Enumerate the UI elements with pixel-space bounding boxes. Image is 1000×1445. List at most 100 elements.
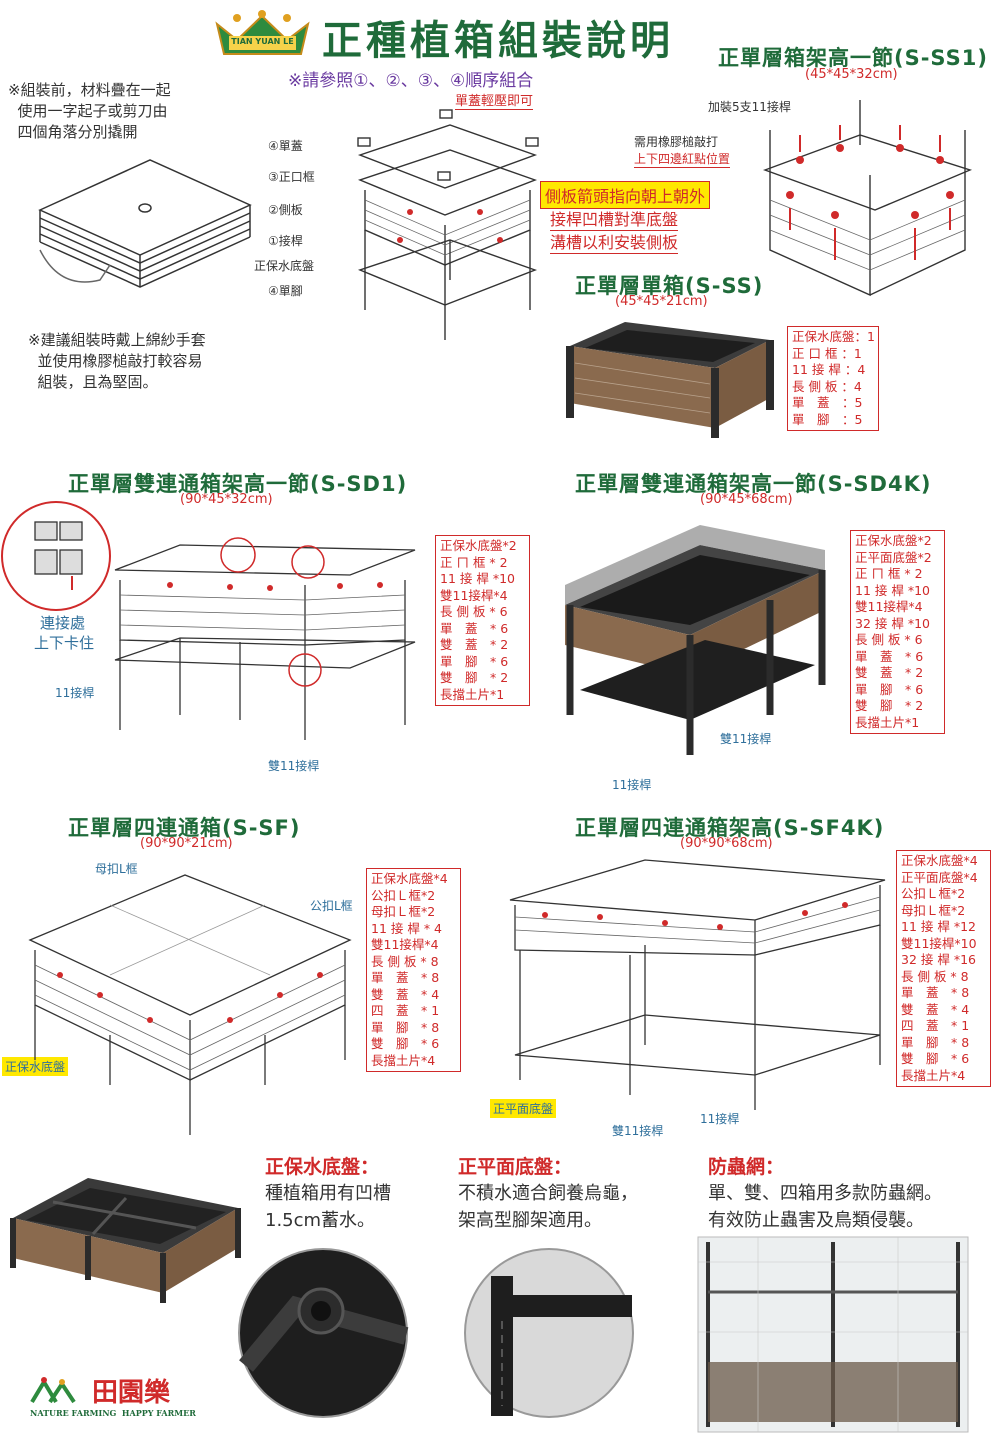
sd4k-part: 長擋土片*1 [855, 714, 920, 730]
sf4k-rod-label: 11接桿 [700, 1112, 740, 1126]
sd4k-part: 正 ㄇ 框 * 2 [855, 566, 923, 581]
sd4k-part: 雙11接桿*4 [855, 599, 923, 614]
sf4k-drawing [509, 859, 886, 1110]
sd4k-double-rod-label: 雙11接桿 [720, 732, 772, 746]
sd1-rod-label: 11接桿 [55, 686, 95, 700]
page-subtitle: ※請參照①、②、③、④順序組合 [288, 71, 534, 91]
tray-groove-closeup [238, 1248, 409, 1418]
sd1-double-rod-label: 雙11接桿 [268, 759, 320, 773]
ss-title: 正單層單箱(S-SS) [575, 274, 764, 298]
ss-size: (45*45*21cm) [615, 294, 708, 309]
sd1-connect-label-1: 連接處 [40, 614, 86, 632]
side-panel-arrow-note: 側板箭頭指向朝上朝外 [540, 181, 711, 209]
ss1-hammer-note-1: 需用橡膠槌敲打 [634, 135, 719, 149]
sf-title: 正單層四連通箱(S-SF) [68, 816, 301, 840]
sf4k-parts-list: 正保水底盤*4 正平面底盤*4 公扣Ｌ框*2 母扣Ｌ框*2 11 接 桿 *12… [896, 850, 991, 1087]
sf4k-part: 母扣Ｌ框*2 [901, 902, 966, 918]
sd4k-size: (90*45*68cm) [700, 492, 793, 507]
sd1-part: 11 接 桿 *10 [440, 571, 515, 586]
logo-text: TIAN YUAN LE [231, 37, 294, 46]
sf-part: 長擋土片*4 [371, 1052, 436, 1068]
sd1-connect-label-2: 上下卡住 [34, 634, 95, 652]
sf-parts-list: 正保水底盤*4 公扣Ｌ框*2 母扣Ｌ框*2 11 接 桿 * 4 雙11接桿*4… [366, 868, 461, 1072]
header-logo: TIAN YUAN LE [215, 10, 310, 56]
sd4k-parts-list: 正保水底盤*2 正平面底盤*2 正 ㄇ 框 * 2 11 接 桿 *10 雙11… [850, 530, 945, 734]
sd4k-part: 11 接 桿 *10 [855, 582, 930, 598]
sd1-connector-detail [1, 501, 111, 611]
step-side-panel: ②側板 [268, 203, 303, 217]
sf4k-part: 32 接 桿 *16 [901, 952, 976, 967]
intro-note-gloves: ※建議組裝時戴上綿紗手套 並使用橡膠槌敲打較容易 組裝，且為堅固。 [28, 331, 206, 391]
sd4k-rod-label: 11接桿 [612, 778, 652, 792]
sf-part: 雙 蓋 * 4 [371, 986, 440, 1002]
sf-drawing [28, 874, 352, 1135]
sf4k-part: 雙11接桿*10 [901, 935, 977, 951]
insect-net-photo [697, 1236, 969, 1433]
sf4k-part: 長 側 板 * 8 [901, 968, 969, 984]
sf4k-title: 正單層四連通箱架高(S-SF4K) [575, 816, 885, 840]
sf-part: 雙11接桿*4 [371, 937, 439, 952]
feature-tray-title: 正保水底盤： [265, 1156, 380, 1178]
sd1-part: 正 ㄇ 框 * 2 [440, 554, 508, 570]
intro-note-disassembly: ※組裝前，材料疊在一起 使用一字起子或剪刀由 四個角落分別撬開 [8, 81, 171, 141]
sd4k-part: 32 接 桿 *10 [855, 615, 930, 631]
step-foot: ④單腳 [268, 284, 303, 298]
step-cap: ④單蓋 [268, 139, 303, 153]
sd1-size: (90*45*32cm) [180, 492, 273, 507]
sd4k-part: 正平面底盤*2 [855, 549, 932, 565]
ss1-drawing [762, 100, 973, 297]
sd1-parts-list: 正保水底盤*2 正 ㄇ 框 * 2 11 接 桿 *10 雙11接桿*4 長 側… [435, 535, 530, 706]
brand-block: 田園樂 NATURE FARMING HAPPY FARMER [30, 1372, 196, 1422]
sf-part: 單 蓋 * 8 [371, 970, 440, 985]
sd4k-product-image [565, 525, 826, 755]
step-rod: ①接桿 [268, 234, 303, 248]
sf4k-flat-tray-label: 正平面底盤 [490, 1099, 557, 1118]
sf4k-part: 11 接 桿 *12 [901, 919, 976, 934]
ss-part: 正保水底盤：1 [792, 329, 875, 344]
sd1-drawing [114, 537, 416, 740]
step-tray: 正保水底盤 [254, 259, 315, 273]
sf-tray-label: 正保水底盤 [2, 1057, 69, 1076]
sf4k-size: (90*90*68cm) [680, 836, 773, 851]
feature-flat-title: 正平面底盤： [458, 1156, 573, 1178]
sd1-part: 長擋土片*1 [440, 686, 505, 702]
sf-part: 公扣Ｌ框*2 [371, 887, 436, 903]
sf-male-label: 公扣L框 [310, 899, 353, 913]
sd4k-part: 雙 腳 * 2 [855, 698, 924, 713]
sf4k-part: 雙 腳 * 6 [901, 1051, 970, 1066]
sf-part: 單 腳 * 8 [371, 1019, 440, 1035]
ss-product-image [566, 322, 774, 438]
sf-part: 母扣Ｌ框*2 [371, 904, 436, 919]
sf4k-part: 正保水底盤*4 [901, 853, 978, 868]
sd1-part: 長 側 板 * 6 [440, 604, 508, 619]
sf-part: 雙 腳 * 6 [371, 1036, 440, 1051]
press-cap-note: 單蓋輕壓即可 [455, 90, 534, 110]
ss1-rods-note: 加裝5支11接桿 [708, 100, 791, 114]
sf-female-label: 母扣L框 [95, 862, 138, 876]
sd1-part: 雙 蓋 * 2 [440, 637, 509, 652]
sf4k-part: 單 蓋 * 8 [901, 985, 970, 1000]
flat-tray-closeup [464, 1248, 634, 1418]
sd1-part: 單 腳 * 6 [440, 653, 509, 669]
sd4k-part: 正保水底盤*2 [855, 533, 932, 548]
sf4k-part: 雙 蓋 * 4 [901, 1001, 970, 1017]
sd4k-part: 單 腳 * 6 [855, 681, 924, 697]
sf-part: 四 蓋 * 1 [371, 1003, 440, 1018]
feature-flat-body: 不積水適合飼養烏龜， 架高型腳架適用。 [458, 1183, 638, 1231]
ss-part: 單 腳 ：5 [792, 411, 863, 427]
feature-net-body: 單、雙、四箱用多款防蟲網。 有效防止蟲害及鳥類侵襲。 [708, 1183, 942, 1231]
sf4k-part: 公扣Ｌ框*2 [901, 886, 966, 901]
feature-tray-body: 種植箱用有凹槽 1.5cm蓄水。 [265, 1183, 391, 1231]
page-title: 正種植箱組裝說明 [322, 18, 674, 64]
sd1-title: 正單層雙連通箱架高一節(S-SD1) [68, 472, 408, 496]
stacked-materials-drawing [38, 159, 252, 288]
brand-name: 田園樂 [92, 1378, 171, 1408]
sd1-part: 正保水底盤*2 [440, 538, 517, 553]
sd4k-part: 雙 蓋 * 2 [855, 665, 924, 680]
sf-size: (90*90*21cm) [140, 836, 233, 851]
sd1-part: 雙11接桿*4 [440, 587, 508, 603]
brand-tagline: NATURE FARMING HAPPY FARMER [30, 1408, 196, 1418]
groove-panel-note: 溝槽以利安裝側板 [550, 229, 679, 254]
sd4k-part: 單 蓋 * 6 [855, 648, 924, 664]
ss1-size: (45*45*32cm) [805, 67, 898, 82]
